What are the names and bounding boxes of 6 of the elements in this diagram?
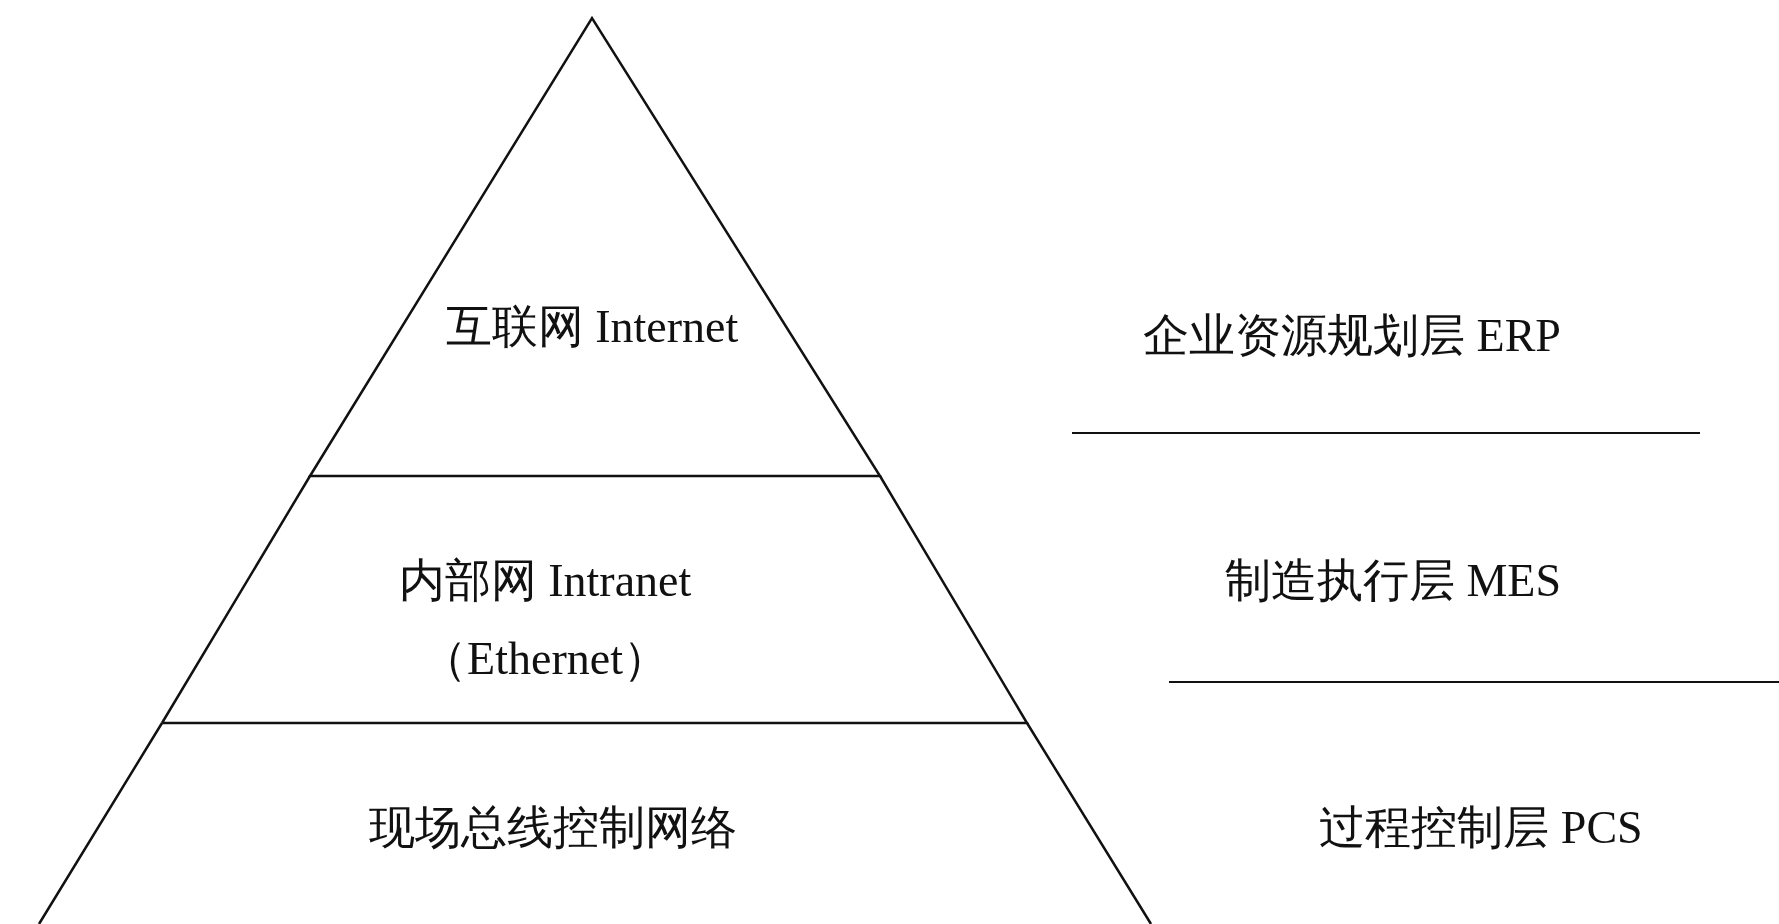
layer-label: 制造执行层 MES	[1224, 554, 1562, 608]
tier-label: 现场总线控制网络	[368, 801, 738, 855]
tier-label: 互联网 Internet	[444, 300, 740, 354]
layer-label: 企业资源规划层 ERP	[1143, 309, 1561, 363]
tier-label: 内部网 Intranet （Ethernet）	[397, 554, 693, 686]
layer-label: 过程控制层 PCS	[1319, 801, 1643, 855]
